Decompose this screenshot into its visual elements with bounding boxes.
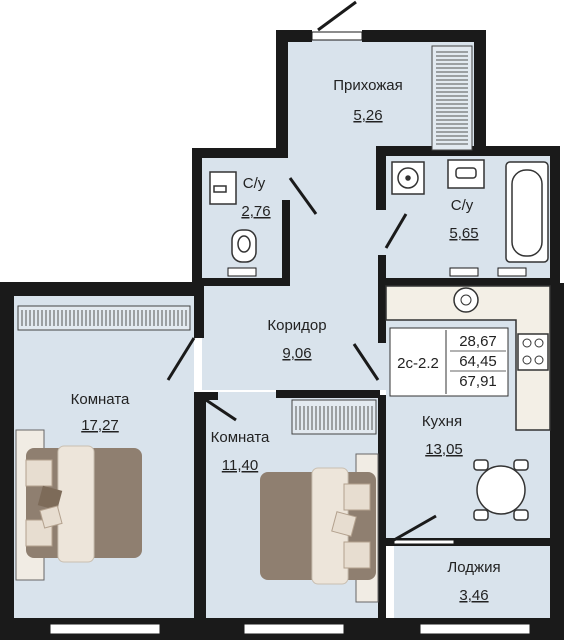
small-room-wardrobe-hatch bbox=[295, 406, 373, 430]
room-small-name: Комната bbox=[211, 429, 270, 446]
total-with-loggia-value: 67,91 bbox=[459, 373, 497, 390]
small-room-bed bbox=[260, 453, 379, 603]
bath-small-area: 2,76 bbox=[241, 203, 270, 220]
room-big-area: 17,27 bbox=[81, 417, 119, 434]
kitchen-name: Кухня bbox=[422, 413, 462, 430]
door-lines bbox=[166, 0, 437, 542]
bath-window-2 bbox=[497, 267, 527, 277]
dining-table-icon bbox=[473, 459, 529, 521]
bath-small-window bbox=[227, 267, 257, 277]
bath-small-name: С/у bbox=[243, 175, 266, 192]
loggia-floor bbox=[394, 545, 550, 620]
kitchen-fixtures bbox=[385, 285, 551, 521]
stove-icon bbox=[517, 333, 549, 371]
kitchen-area: 13,05 bbox=[425, 441, 463, 458]
hallway-window bbox=[311, 31, 363, 41]
corridor-area: 9,06 bbox=[282, 345, 311, 362]
bathtub-icon bbox=[505, 161, 549, 263]
room-small-area: 11,40 bbox=[222, 457, 258, 474]
big-room-window bbox=[49, 623, 161, 635]
big-room-wardrobe-hatch bbox=[21, 310, 187, 326]
closets bbox=[17, 45, 473, 435]
big-room-wardrobe bbox=[17, 305, 191, 331]
room-labels: Прихожая 5,26 С/у 2,76 С/у 5,65 Коридор … bbox=[71, 77, 501, 604]
big-room-bed bbox=[15, 429, 142, 581]
apartment-type: 2с-2.2 bbox=[397, 355, 439, 372]
small-room-window bbox=[243, 623, 345, 635]
small-bath-fixtures bbox=[209, 171, 257, 263]
small-room-wardrobe bbox=[291, 399, 377, 435]
toilet-icon bbox=[231, 229, 257, 263]
hallway-name: Прихожая bbox=[333, 77, 403, 94]
windows bbox=[49, 31, 531, 635]
apartment-info-box: 2с-2.2 28,67 64,45 67,91 bbox=[389, 327, 509, 397]
corridor-name: Коридор bbox=[267, 317, 326, 334]
total-area-value: 64,45 bbox=[459, 353, 497, 370]
hallway-area: 5,26 bbox=[353, 107, 382, 124]
room-big-name: Комната bbox=[71, 391, 130, 408]
hallway-closet-hatch bbox=[436, 51, 468, 145]
hallway-closet bbox=[431, 45, 473, 151]
bath-large-area: 5,65 bbox=[449, 225, 478, 242]
loggia-name: Лоджия bbox=[447, 559, 500, 576]
loggia-door bbox=[393, 539, 455, 545]
living-area-value: 28,67 bbox=[459, 333, 497, 350]
large-bath-fixtures bbox=[391, 159, 549, 263]
loggia-area: 3,46 bbox=[459, 587, 488, 604]
kitchen-sink-icon bbox=[453, 287, 479, 313]
loggia-window bbox=[419, 623, 531, 635]
bath-large-name: С/у bbox=[451, 197, 474, 214]
bath-window bbox=[449, 267, 479, 277]
